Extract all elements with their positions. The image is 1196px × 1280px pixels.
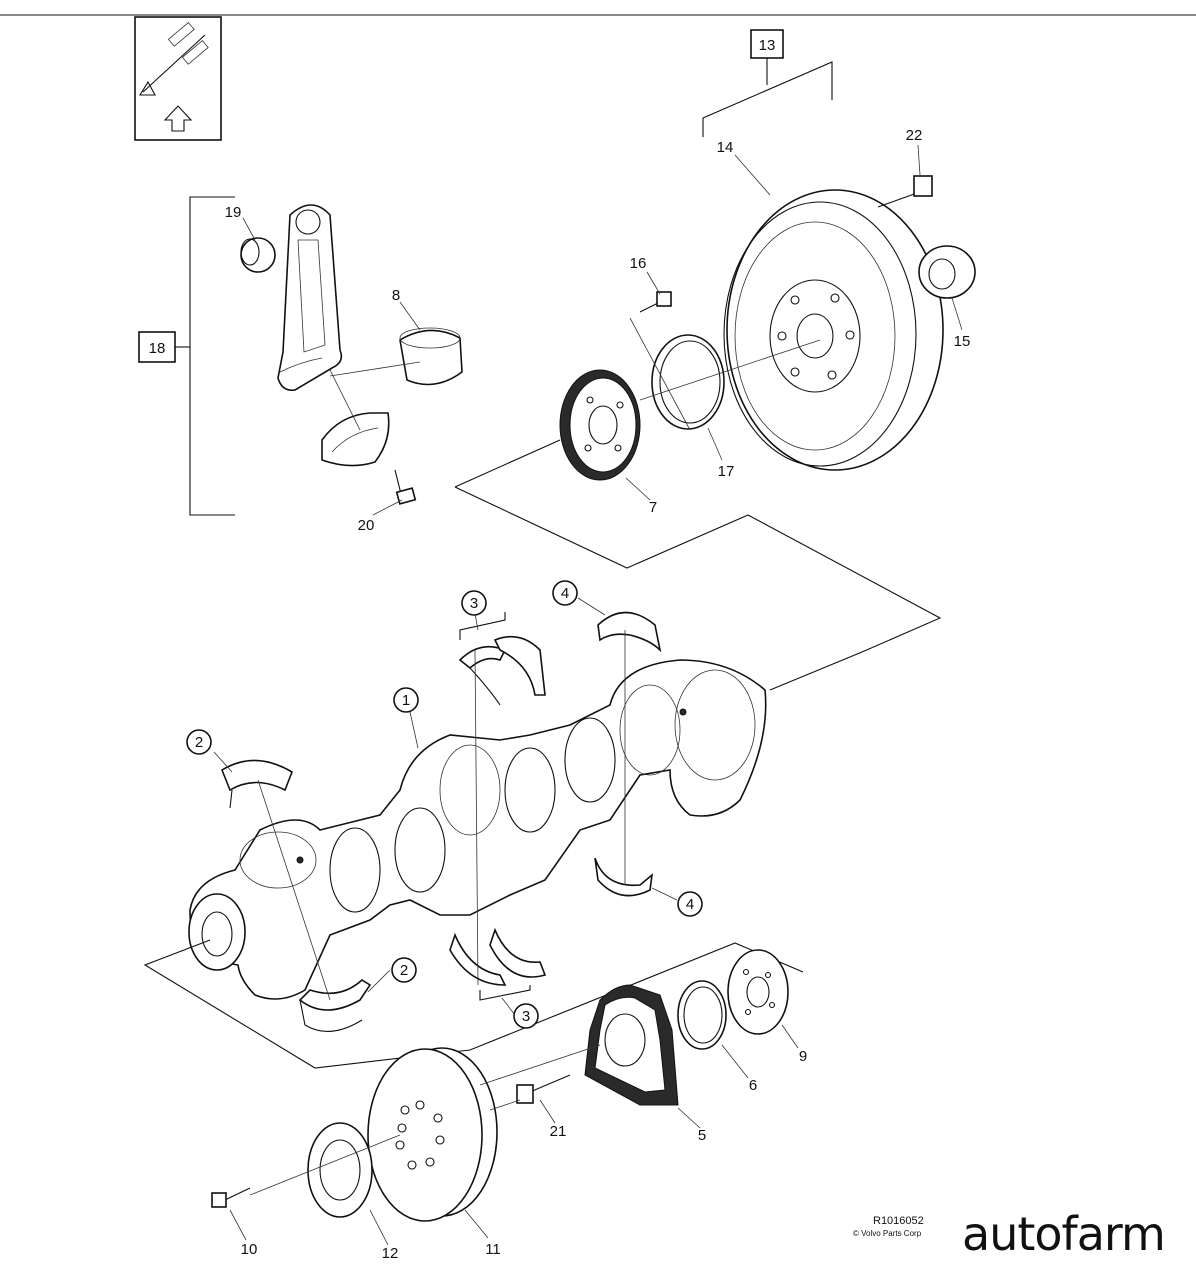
assembly-axis [629, 317, 691, 431]
part-label-6: 6 [749, 1077, 757, 1094]
orientation-icon [134, 16, 222, 141]
thrust-bracket [479, 985, 531, 1001]
small-end-bushing [240, 237, 276, 273]
assembly-axis [249, 1134, 401, 1196]
big-end-bearing-shell [399, 327, 463, 386]
part-label-15: 15 [954, 333, 971, 350]
seal-housing-bolt [516, 1074, 571, 1104]
front-seal-housing [584, 984, 679, 1106]
assembly-axis [479, 1044, 601, 1086]
main-bearing-shell [221, 759, 293, 809]
reference-code: R1016052 [873, 1215, 924, 1227]
envelope-line [454, 486, 942, 691]
front-seal-ring [677, 980, 727, 1050]
label-text: 4 [561, 585, 569, 602]
circled-label-2: 2 [186, 729, 212, 755]
circled-label-4: 4 [677, 891, 703, 917]
part-label-9: 9 [799, 1048, 807, 1065]
main-bearing-shell [594, 857, 654, 897]
label-text: 1 [402, 692, 410, 709]
part-label-10: 10 [241, 1241, 258, 1258]
assembly-axis [257, 779, 331, 1001]
label-text: 3 [522, 1008, 530, 1025]
label-text: 4 [686, 896, 694, 913]
circled-label-3: 3 [513, 1003, 539, 1029]
leader-lines [213, 144, 963, 1246]
part-label-8: 8 [392, 287, 400, 304]
part-label-12: 12 [382, 1245, 399, 1262]
part-label-19: 19 [225, 204, 242, 221]
envelope-line [143, 939, 804, 1069]
assembly-axis [639, 339, 821, 401]
watermark-text: autofarm [958, 1206, 1169, 1262]
assembly-axis [489, 1099, 521, 1111]
label-text: 2 [400, 962, 408, 979]
rod-cap [321, 412, 390, 467]
assembly-axis [329, 361, 421, 377]
front-gear [727, 949, 789, 1035]
part-label-17: 17 [718, 463, 735, 480]
circled-label-3: 3 [461, 590, 487, 616]
part-label-14: 14 [717, 139, 734, 156]
assembly-axis [474, 649, 479, 986]
circled-label-4: 4 [552, 580, 578, 606]
group-bracket-13 [702, 29, 833, 137]
assembly-axis [329, 369, 361, 431]
circled-label-2: 2 [391, 957, 417, 983]
damper-bolt [211, 1187, 251, 1208]
copyright-notice: © Volvo Parts Corp [853, 1229, 922, 1238]
flywheel-bolt [877, 175, 933, 208]
part-label-5: 5 [698, 1127, 706, 1144]
vibration-damper [367, 1047, 498, 1222]
part-label-11: 11 [485, 1241, 501, 1258]
thrust-bearing-half [449, 927, 547, 986]
timing-gear [559, 369, 641, 481]
rear-seal-ring [651, 334, 725, 430]
main-bearing-shell [298, 979, 372, 1032]
damper-washer [307, 1122, 373, 1218]
part-label-7: 7 [649, 499, 657, 516]
gear-bolt [639, 291, 672, 313]
part-label-21: 21 [550, 1123, 567, 1140]
pilot-bearing [918, 245, 976, 299]
label-text: 2 [195, 734, 203, 751]
main-bearing-shell [597, 611, 662, 653]
flywheel [723, 189, 944, 471]
part-label-20: 20 [358, 517, 375, 534]
label-text: 3 [470, 595, 478, 612]
crankshaft [188, 659, 767, 1000]
boxed-label-13: 13 [759, 37, 776, 54]
part-label-16: 16 [630, 255, 647, 272]
boxed-label-18: 18 [149, 340, 166, 357]
circled-label-1: 1 [393, 687, 419, 713]
connecting-rod [277, 204, 343, 392]
thrust-bracket [459, 612, 506, 640]
envelope-line [454, 439, 561, 488]
rod-bolt [394, 469, 417, 505]
thrust-bearing-half [458, 635, 546, 706]
part-label-22: 22 [906, 127, 923, 144]
group-bracket-18 [138, 196, 235, 516]
